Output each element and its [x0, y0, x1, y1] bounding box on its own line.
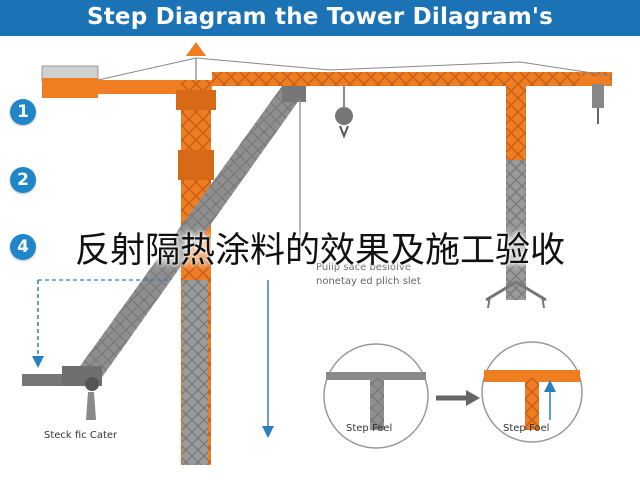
- label-left-crane: Steck fic Cater: [44, 430, 118, 441]
- main-jib: [41, 42, 613, 98]
- step-badge-1: 1: [10, 99, 36, 125]
- detail-circle-right: [481, 341, 583, 443]
- detail-circle-mid: [323, 343, 429, 449]
- callout-line-1: Pulip sace besiolve: [316, 262, 411, 273]
- hook-icon: [335, 84, 604, 139]
- label-detail-right: Step Foel: [503, 423, 550, 434]
- right-mast: [485, 80, 547, 309]
- label-detail-mid: Step Feel: [346, 423, 393, 434]
- callout-line-2: nonetay ed plich slet: [316, 276, 421, 287]
- overlay-caption: 反射隔热涂料的效果及施工验收: [74, 231, 565, 271]
- page-title: Step Diagram the Tower Dilagram's: [86, 4, 554, 30]
- arrow-down-icon: [32, 279, 274, 438]
- step-badge-2: 2: [10, 167, 36, 193]
- title-bar: [0, 0, 640, 36]
- diagonal-luffing-jib: [22, 86, 306, 465]
- step-badge-3: 4: [10, 234, 36, 260]
- arrow-right-icon: [436, 390, 480, 406]
